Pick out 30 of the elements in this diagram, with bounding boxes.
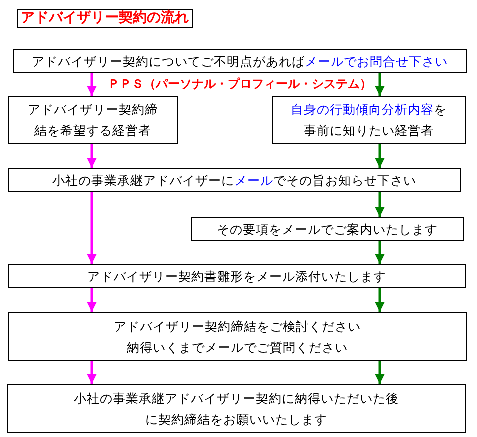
- box-text: 小社の事業承継アドバイザリー契約に納得いただいた後に契約締結をお願いいたします: [73, 390, 400, 428]
- process-box: [7, 384, 466, 433]
- box-text: アドバイザリー契約締結を希望する経営者: [28, 101, 158, 140]
- arrow: [87, 73, 97, 96]
- box-text: アドバイザリー契約締結をご検討ください: [114, 318, 361, 336]
- box-text: 小社の事業承継アドバイザーにメールでその旨お知らせ下さい: [52, 172, 416, 190]
- caption-text: ＰＰＳ（パーソナル・プロフィール・システム）: [108, 77, 372, 91]
- arrow: [87, 192, 97, 264]
- box-text: アドバイザリー契約についてご不明点があればメールでお問合せ下さい: [32, 52, 448, 70]
- box-text: 納得いくまでメールでご質問ください: [127, 338, 348, 356]
- process-box: [191, 217, 464, 241]
- box-text: その要項をメールでご案内いたします: [217, 220, 438, 238]
- box-text: アドバイザリー契約書雛形をメール添付いたします: [88, 268, 386, 286]
- arrow: [375, 288, 385, 312]
- arrow: [87, 288, 97, 312]
- arrow: [87, 361, 97, 384]
- title: アドバイザリー契約の流れ: [17, 9, 193, 28]
- box-text: 自身の行動傾向分析内容を事前に知りたい経営者: [291, 101, 447, 140]
- arrow: [375, 144, 385, 168]
- process-box: [8, 168, 461, 192]
- process-box: [13, 49, 467, 73]
- arrow: [87, 144, 97, 168]
- process-box: [272, 96, 466, 144]
- process-box: [8, 264, 466, 288]
- arrow: [375, 361, 385, 384]
- arrow: [375, 241, 385, 264]
- process-box: [8, 96, 178, 144]
- arrow: [375, 73, 385, 96]
- arrow: [375, 192, 385, 217]
- process-box: [8, 312, 467, 361]
